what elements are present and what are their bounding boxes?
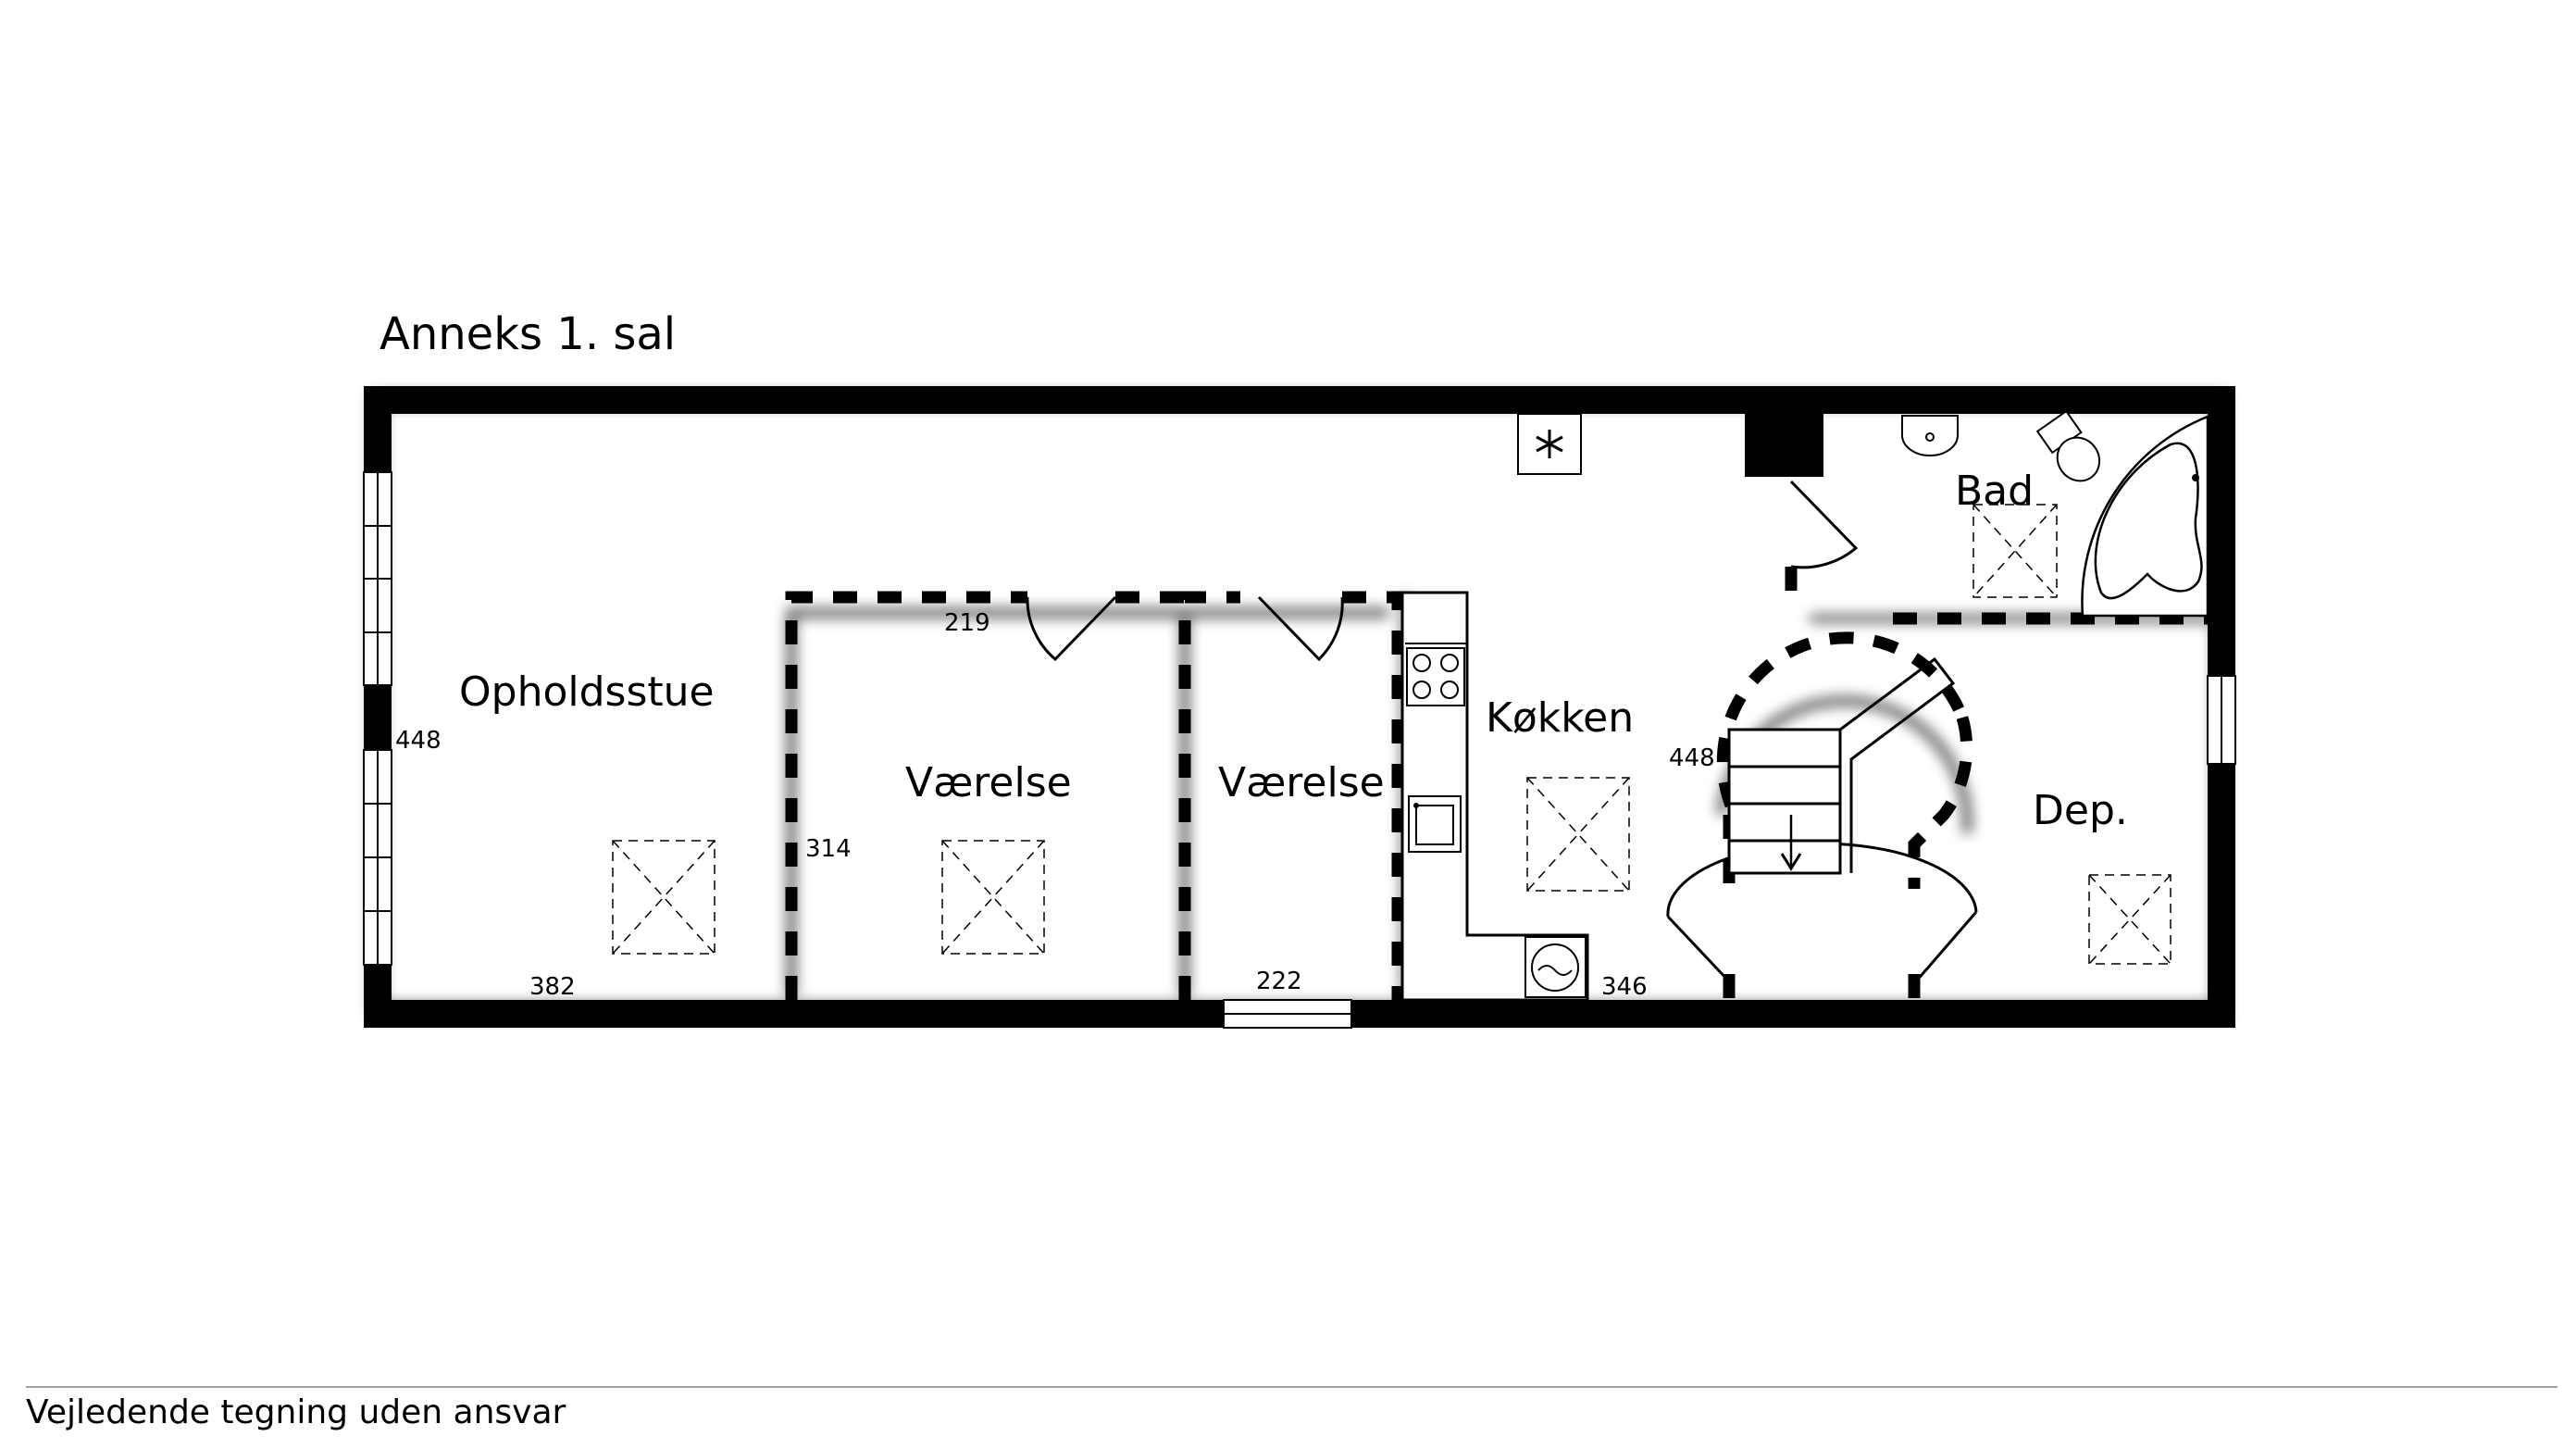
dimension-448-left: 448: [395, 727, 442, 755]
room-label-kokken: Køkken: [1486, 694, 1634, 742]
skylight-icon: [941, 840, 1045, 955]
bathtub-icon: [2081, 415, 2209, 618]
sink-icon: [1408, 795, 1462, 853]
room-label-bad: Bad: [1955, 468, 2034, 515]
dimension-346: 346: [1601, 973, 1648, 1001]
footer-disclaimer: Vejledende tegning uden ansvar: [26, 1393, 566, 1431]
toilet-icon: [2035, 409, 2101, 482]
dimension-382: 382: [529, 973, 576, 1001]
footer-divider: [26, 1386, 2557, 1388]
plan-title: Anneks 1. sal: [380, 308, 676, 360]
staircase: [1727, 656, 1956, 875]
skylight-icon: [1526, 777, 1630, 892]
washing-machine-icon: [1524, 936, 1587, 998]
room-label-dep: Dep.: [2033, 787, 2128, 834]
room-label-vaerelse-2: Værelse: [1218, 759, 1385, 806]
stove-icon: [1406, 647, 1465, 706]
room-label-vaerelse-1: Værelse: [905, 759, 1072, 806]
dimension-222: 222: [1256, 968, 1302, 995]
dimension-448-stair: 448: [1669, 744, 1715, 772]
room-label-opholdsstue: Opholdsstue: [459, 668, 715, 716]
dimension-219: 219: [944, 609, 990, 637]
skylight-icon: [2088, 874, 2172, 965]
chimney: [1745, 414, 1823, 477]
skylight-icon: [1972, 504, 2058, 598]
snowflake-icon: [1517, 413, 1582, 475]
skylight-icon: [612, 840, 716, 955]
washbasin-icon: [1901, 415, 1959, 456]
dimension-314: 314: [805, 835, 852, 863]
stair-arrow-head: [1780, 853, 1802, 871]
kitchen-counter: [1400, 591, 1589, 1002]
windows: [363, 471, 2236, 1029]
